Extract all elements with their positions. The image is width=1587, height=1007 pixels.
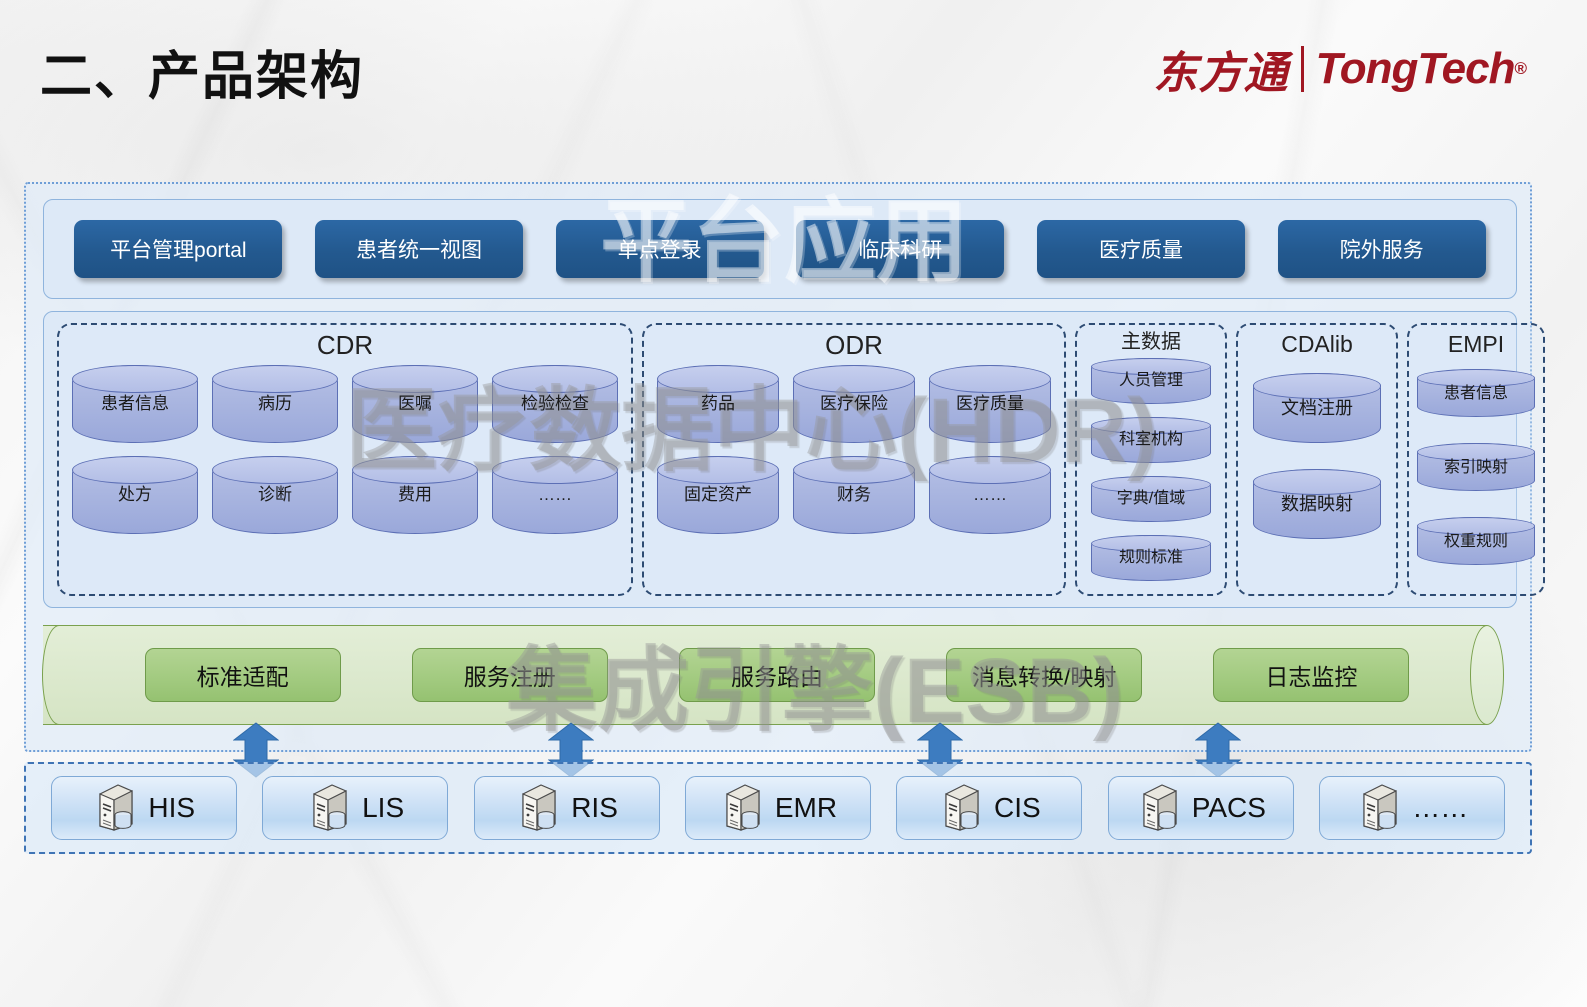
system-label: PACS	[1191, 792, 1266, 823]
app-button-clinical-research[interactable]: 临床科研	[796, 220, 1005, 278]
group-master-data: 主数据 人员管理 科室机构 字典/值域 规则标准	[1075, 323, 1227, 596]
system-label: HIS	[148, 792, 196, 823]
system-label: LIS	[362, 792, 405, 823]
group-master-data-title: 主数据	[1121, 331, 1181, 353]
system-card-pacs[interactable]: PACS	[1107, 776, 1294, 840]
system-label: RIS	[571, 792, 618, 823]
logo-divider	[1300, 46, 1304, 92]
system-label: ……	[1412, 792, 1469, 823]
group-odr-title: ODR	[825, 330, 883, 360]
empi-patient-info: 患者信息	[1417, 369, 1535, 418]
master-data-dictionary: 字典/值域	[1091, 476, 1211, 522]
registered-trademark-icon: ®	[1514, 59, 1527, 78]
cdr-store-fee: 费用	[352, 455, 478, 534]
group-empi: EMPI 患者信息 索引映射 权重规则	[1407, 323, 1545, 596]
cdr-store-lab-exam: 检验检查	[492, 364, 618, 443]
odr-store-more: ……	[929, 455, 1051, 534]
app-button-platform-portal[interactable]: 平台管理portal	[74, 220, 283, 278]
cdalib-data-mapping: 数据映射	[1253, 469, 1381, 540]
group-empi-title: EMPI	[1447, 331, 1505, 357]
group-cdalib-title: CDAlib	[1281, 331, 1353, 357]
esb-button-service-registry[interactable]: 服务注册	[411, 648, 608, 702]
cdr-store-diagnosis: 诊断	[212, 455, 338, 534]
odr-store-medical-quality: 医疗质量	[929, 364, 1051, 443]
server-icon	[1363, 784, 1397, 831]
server-icon	[945, 784, 979, 831]
cdr-store-more: ……	[492, 455, 618, 534]
server-icon	[99, 784, 133, 831]
cdalib-document-registry: 文档注册	[1253, 373, 1381, 444]
cdr-store-doctor-order: 医嘱	[352, 364, 478, 443]
server-icon	[313, 784, 347, 831]
group-cdr-title: CDR	[316, 330, 374, 360]
esb-button-service-routing[interactable]: 服务路由	[678, 648, 875, 702]
app-button-patient-unified-view[interactable]: 患者统一视图	[314, 220, 523, 278]
system-card-ris[interactable]: RIS	[473, 776, 660, 840]
group-cdr: CDR 患者信息 病历 医嘱 检验检查 处方 诊断 费用 ……	[57, 323, 633, 596]
system-label: EMR	[774, 792, 838, 823]
data-center-panel: CDR 患者信息 病历 医嘱 检验检查 处方 诊断 费用 …… ODR	[43, 311, 1545, 608]
cdr-store-prescription: 处方	[72, 455, 198, 534]
master-data-personnel: 人员管理	[1091, 358, 1211, 404]
system-label: CIS	[994, 792, 1041, 823]
page-title: 二、产品架构	[40, 48, 365, 106]
tongtech-logo: 东方通 TongTech ®	[1154, 38, 1527, 100]
esb-button-message-transform[interactable]: 消息转换/映射	[946, 648, 1143, 702]
system-card-more[interactable]: ……	[1319, 776, 1506, 840]
master-data-department: 科室机构	[1091, 417, 1211, 463]
server-icon	[522, 784, 556, 831]
app-button-single-sign-on[interactable]: 单点登录	[555, 220, 764, 278]
logo-chinese-text: 东方通	[1153, 49, 1289, 98]
source-systems-container: HIS LIS RIS	[24, 762, 1532, 854]
master-data-rule-standard: 规则标准	[1091, 535, 1211, 581]
integration-layer-panel: 标准适配 服务注册 服务路由 消息转换/映射 日志监控	[42, 625, 1517, 731]
odr-store-medical-insurance: 医疗保险	[793, 364, 915, 443]
odr-store-fixed-assets: 固定资产	[657, 455, 779, 534]
server-icon	[1143, 784, 1177, 831]
app-button-offsite-service[interactable]: 院外服务	[1277, 220, 1486, 278]
esb-cylinder-left-cap	[42, 625, 76, 725]
group-odr: ODR 药品 医疗保险 医疗质量 固定资产 财务 ……	[642, 323, 1066, 596]
empi-index-mapping: 索引映射	[1417, 443, 1535, 492]
system-card-cis[interactable]: CIS	[896, 776, 1083, 840]
server-icon	[726, 784, 760, 831]
empi-weight-rule: 权重规则	[1417, 517, 1535, 566]
cdr-store-medical-record: 病历	[212, 364, 338, 443]
system-card-his[interactable]: HIS	[50, 776, 237, 840]
esb-cylinder-right-cap	[1470, 625, 1504, 725]
esb-button-standard-adaptation[interactable]: 标准适配	[144, 648, 341, 702]
esb-button-log-monitor[interactable]: 日志监控	[1213, 648, 1410, 702]
app-button-medical-quality[interactable]: 医疗质量	[1036, 220, 1245, 278]
cdr-store-patient-info: 患者信息	[72, 364, 198, 443]
system-card-emr[interactable]: EMR	[684, 776, 871, 840]
application-layer-panel: 平台管理portal 患者统一视图 单点登录 临床科研 医疗质量 院外服务	[43, 199, 1517, 299]
platform-container: 平台管理portal 患者统一视图 单点登录 临床科研 医疗质量 院外服务 CD…	[24, 182, 1545, 752]
odr-store-finance: 财务	[793, 455, 915, 534]
system-card-lis[interactable]: LIS	[262, 776, 449, 840]
group-cdalib: CDAlib 文档注册 数据映射	[1236, 323, 1398, 596]
logo-english-text: TongTech	[1315, 44, 1516, 93]
odr-store-drug: 药品	[657, 364, 779, 443]
